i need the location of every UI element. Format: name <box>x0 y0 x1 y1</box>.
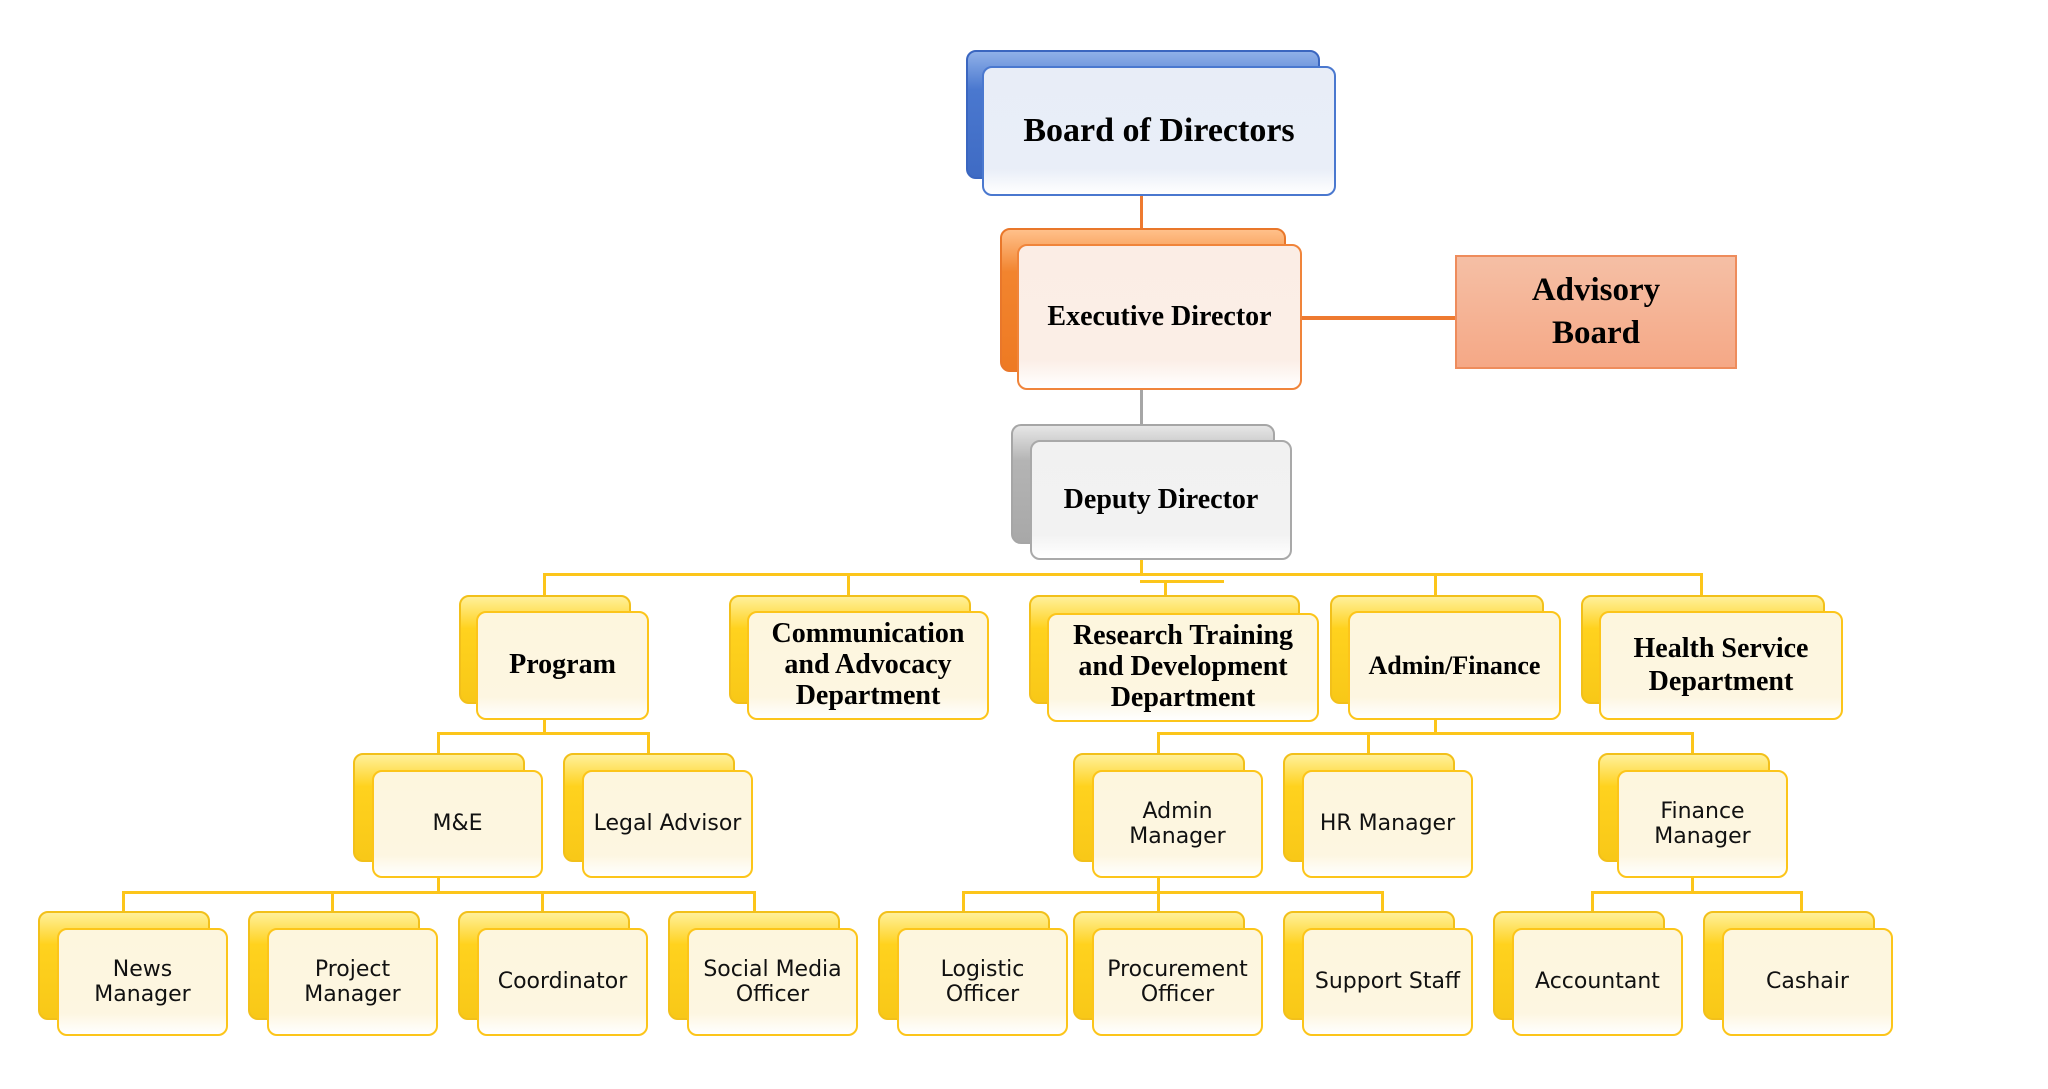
admin-finance-bus <box>1157 732 1694 735</box>
node-cashier: Cashair <box>1703 911 1893 1036</box>
drop-health <box>1700 573 1703 595</box>
department-bus-lower <box>1140 580 1224 583</box>
drop-social <box>753 891 756 911</box>
drop-accountant <box>1591 891 1594 911</box>
procurement-line2: Officer <box>1140 982 1215 1007</box>
admin-finance-label: Admin/Finance <box>1368 650 1541 680</box>
node-me: M&E <box>353 753 543 878</box>
board-label: Board of Directors <box>1023 112 1295 150</box>
advisory-label-line2: Board <box>1551 315 1640 351</box>
drop-admin-finance <box>1434 573 1437 595</box>
drop-project <box>331 891 334 911</box>
cashier-label: Cashair <box>1766 969 1849 995</box>
social-line2: Officer <box>735 982 810 1007</box>
communication-line3: Department <box>795 679 941 711</box>
node-social-media-officer: Social Media Officer <box>668 911 858 1036</box>
drop-me <box>437 732 440 753</box>
finance-manager-bus <box>1591 891 1803 894</box>
me-bus <box>122 891 756 894</box>
program-bus <box>437 732 650 735</box>
project-line1: Project <box>314 956 391 982</box>
node-admin-manager: Admin Manager <box>1073 753 1263 878</box>
drop-admin-manager <box>1157 732 1160 753</box>
program-label: Program <box>509 649 616 681</box>
project-line2: Manager <box>304 982 401 1007</box>
department-bus <box>543 573 1703 576</box>
deputy-label: Deputy Director <box>1063 483 1259 515</box>
connector-me-down <box>437 878 440 893</box>
research-line1: Research Training <box>1072 620 1294 652</box>
node-logistic-officer: Logistic Officer <box>878 911 1068 1036</box>
support-label: Support Staff <box>1314 969 1461 995</box>
node-finance-manager: Finance Manager <box>1598 753 1788 878</box>
news-line1: News <box>112 956 173 982</box>
connector-program-down <box>543 720 546 734</box>
finance-manager-line1: Finance <box>1660 798 1745 824</box>
node-hr-manager: HR Manager <box>1283 753 1473 878</box>
logistic-line2: Officer <box>945 982 1020 1007</box>
drop-logistic <box>962 891 965 911</box>
drop-communication <box>847 573 850 595</box>
connector-executive-deputy <box>1140 390 1143 440</box>
node-coordinator: Coordinator <box>458 911 648 1036</box>
connector-executive-advisory <box>1302 316 1455 320</box>
drop-finance-manager <box>1691 732 1694 753</box>
node-communication-advocacy: Communication and Advocacy Department <box>729 595 989 720</box>
communication-line2: and Advocacy <box>784 649 952 681</box>
procurement-line1: Procurement <box>1107 956 1248 982</box>
coordinator-label: Coordinator <box>497 969 628 995</box>
admin-manager-line1: Admin <box>1142 798 1213 824</box>
node-program: Program <box>459 595 649 720</box>
node-legal-advisor: Legal Advisor <box>563 753 753 878</box>
news-line2: Manager <box>94 982 191 1007</box>
accountant-label: Accountant <box>1535 969 1660 995</box>
node-health-service: Health Service Department <box>1581 595 1843 720</box>
finance-manager-line2: Manager <box>1654 824 1751 849</box>
legal-label: Legal Advisor <box>593 811 742 837</box>
drop-coordinator <box>541 891 544 911</box>
drop-research <box>1164 580 1167 595</box>
node-research-training: Research Training and Development Depart… <box>1029 595 1319 722</box>
node-admin-finance: Admin/Finance <box>1330 595 1561 720</box>
node-executive-director: Executive Director <box>1000 228 1302 390</box>
research-line2: and Development <box>1078 651 1288 683</box>
node-accountant: Accountant <box>1493 911 1683 1036</box>
node-board-of-directors: Board of Directors <box>966 50 1336 196</box>
node-deputy-director: Deputy Director <box>1011 424 1292 560</box>
node-project-manager: Project Manager <box>248 911 438 1036</box>
node-procurement-officer: Procurement Officer <box>1073 911 1263 1036</box>
drop-news <box>122 891 125 911</box>
logistic-line1: Logistic <box>940 956 1025 982</box>
health-line1: Health Service <box>1633 633 1809 665</box>
drop-hr <box>1367 732 1370 753</box>
drop-legal <box>647 732 650 753</box>
admin-manager-line2: Manager <box>1129 824 1226 849</box>
connector-finance-manager-down <box>1691 878 1694 893</box>
hr-label: HR Manager <box>1319 811 1456 837</box>
node-advisory-board: Advisory Board <box>1455 255 1737 369</box>
node-news-manager: News Manager <box>38 911 228 1036</box>
drop-procurement <box>1157 891 1160 911</box>
drop-cashier <box>1800 891 1803 911</box>
drop-support <box>1381 891 1384 911</box>
advisory-label-line1: Advisory <box>1531 272 1661 309</box>
connector-admin-manager-down <box>1157 878 1160 893</box>
communication-line1: Communication <box>771 618 965 650</box>
connector-board-executive <box>1140 196 1143 244</box>
node-support-staff: Support Staff <box>1283 911 1473 1036</box>
me-label: M&E <box>432 811 483 837</box>
research-line3: Department <box>1110 681 1256 713</box>
executive-label: Executive Director <box>1047 300 1272 332</box>
connector-admin-finance-down <box>1434 720 1437 734</box>
social-line1: Social Media <box>703 956 842 982</box>
connector-deputy-bus <box>1140 560 1143 575</box>
admin-manager-bus <box>962 891 1384 894</box>
health-line2: Department <box>1648 665 1794 697</box>
drop-program <box>543 573 546 595</box>
